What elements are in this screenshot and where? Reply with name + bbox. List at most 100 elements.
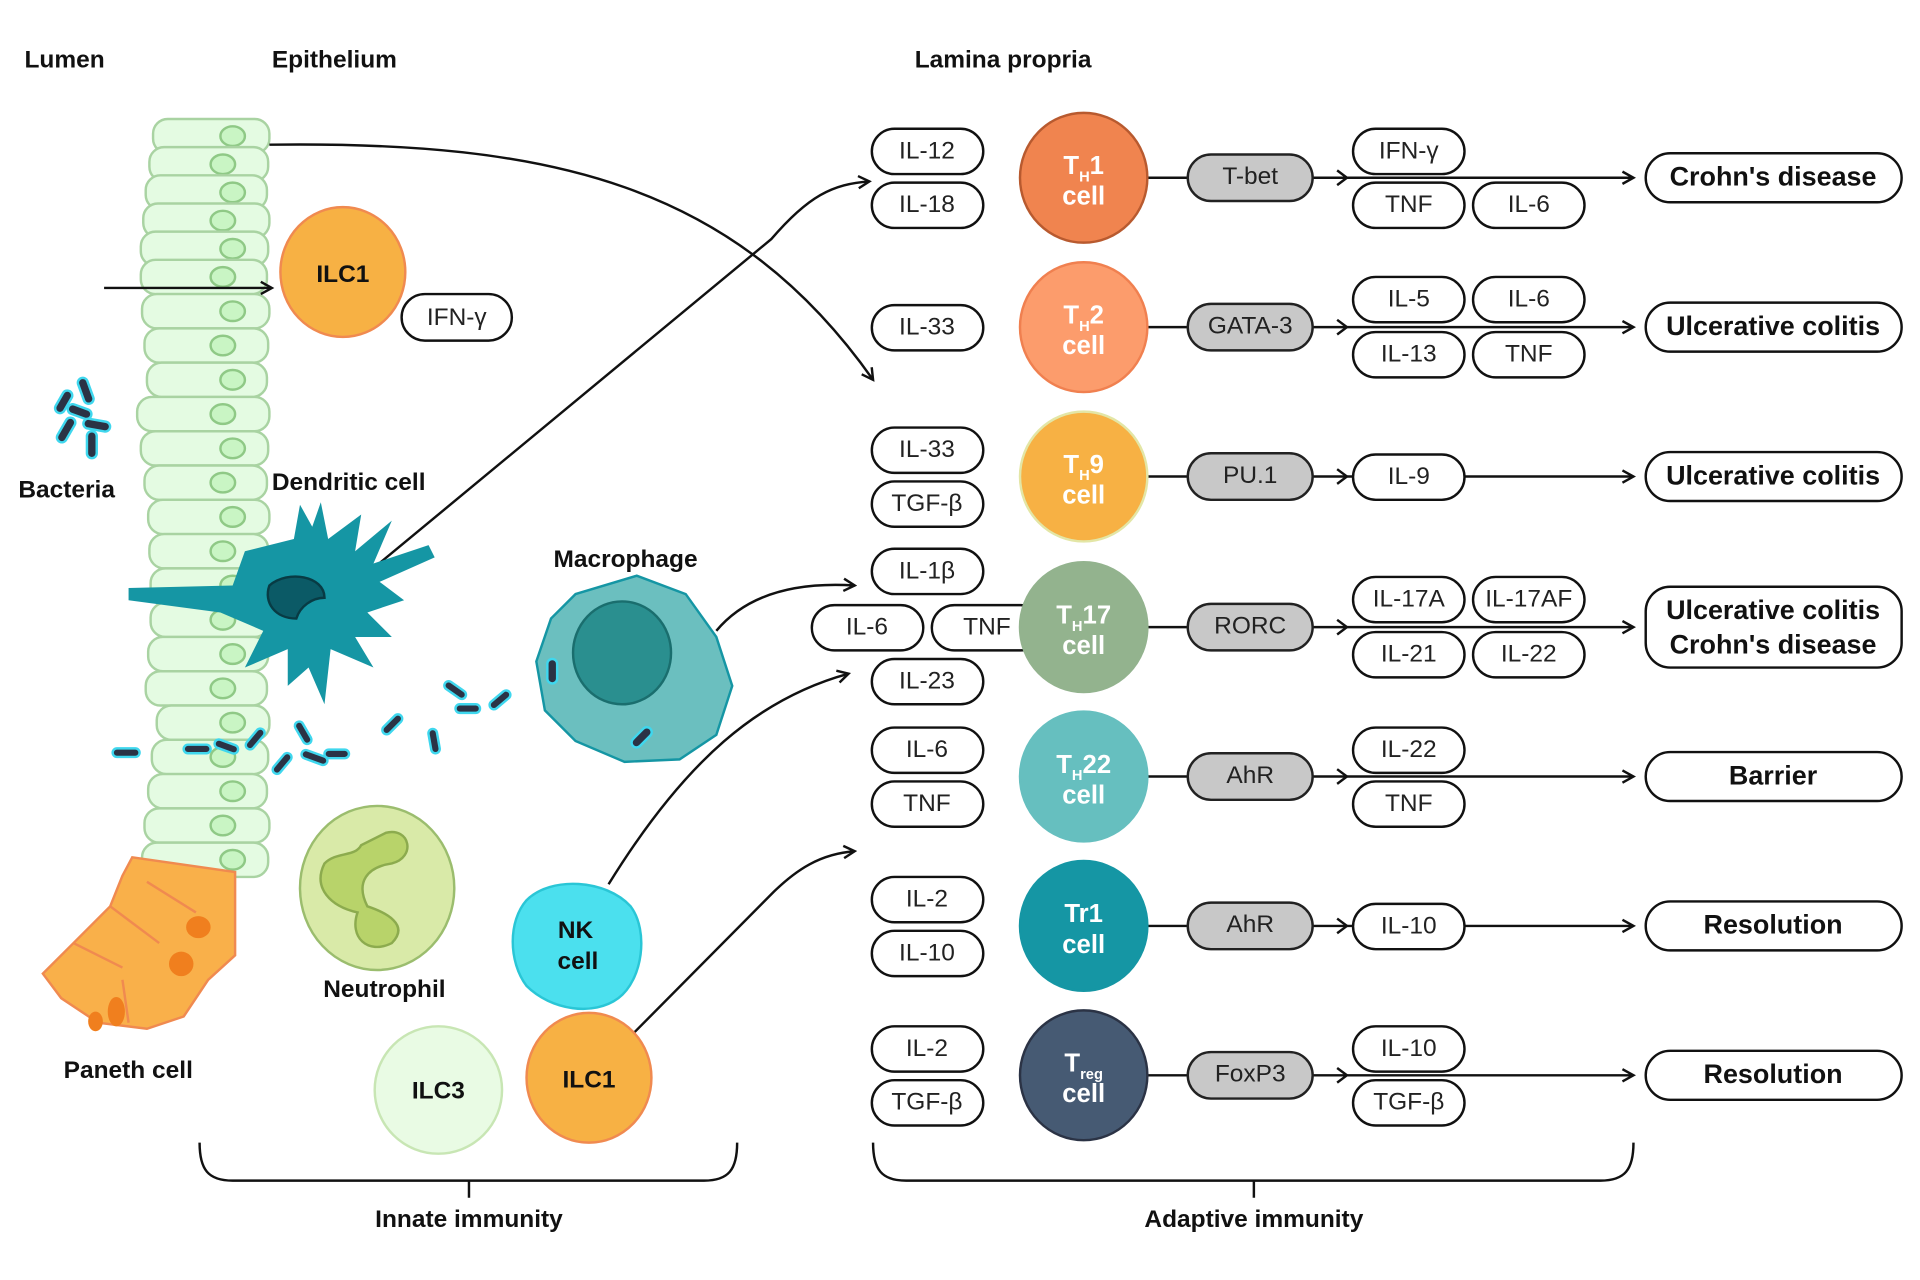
epithelial-nucleus (219, 368, 247, 391)
ilc1-bottom-label: ILC1 (562, 1067, 615, 1094)
disease-outcome-box (1644, 1049, 1903, 1102)
output-cytokine-pill (1351, 575, 1466, 624)
t-cell-name: TH1 (1063, 152, 1104, 185)
transcription-factor-pill (1186, 302, 1314, 352)
t-cell-row-6: IL-2TGF-βTregcellFoxP3IL-10TGF-βResoluti… (870, 1009, 1903, 1142)
input-cytokine-pill (870, 480, 985, 528)
ilc1-top-label: ILC1 (316, 261, 369, 288)
transcription-factor-label: AhR (1226, 911, 1274, 938)
epithelial-nucleus (209, 471, 237, 494)
macrophage-label: Macrophage (553, 546, 697, 573)
output-cytokine-label: TGF-β (1373, 1089, 1444, 1116)
output-cytokine-pill (1351, 1025, 1466, 1073)
dendritic-cell-label: Dendritic cell (272, 469, 426, 496)
t-cell-line2: cell (1062, 931, 1105, 959)
input-cytokine-label: TGF-β (891, 490, 962, 517)
epithelial-cell (146, 635, 270, 673)
input-cytokine-pill (870, 875, 985, 924)
ifng-pill (400, 292, 514, 342)
dendritic-cell (128, 502, 435, 705)
t-cell-line2: cell (1062, 632, 1105, 660)
output-cytokine-label: IL-10 (1381, 912, 1437, 939)
transcription-factor-label: RORC (1214, 612, 1286, 639)
output-cytokine-label: IL-21 (1381, 641, 1437, 668)
epithelial-cell (143, 464, 269, 502)
epithelial-nucleus (219, 505, 247, 528)
t-cell-line2: cell (1062, 1080, 1105, 1108)
output-cytokine-pill (1471, 575, 1586, 624)
disease-outcome-box (1644, 750, 1903, 803)
input-cytokine-pill (870, 127, 985, 176)
input-pill-label: IL-1β (899, 557, 955, 584)
ifng-label: IFN-γ (427, 304, 488, 331)
transcription-factor-label: T-bet (1222, 163, 1278, 190)
transcription-factor-pill (1186, 901, 1314, 951)
output-cytokine-label: IL-22 (1381, 736, 1437, 763)
output-cytokine-pill (1351, 127, 1466, 176)
transcription-factor-pill (1186, 1050, 1314, 1100)
input-pill-label: IL-6 (846, 614, 888, 641)
input-cytokine-pill (870, 303, 985, 352)
epithelial-nucleus (219, 237, 247, 260)
output-cytokine-label: IL-9 (1388, 463, 1430, 490)
input-cytokine-label: IL-18 (899, 191, 955, 218)
t-cell-name: TH2 (1063, 301, 1104, 334)
output-cytokine-label: IL-5 (1388, 285, 1430, 312)
disease-outcome-box (1644, 450, 1903, 503)
header-epithelium: Epithelium (272, 47, 397, 74)
t-cell-name: TH9 (1063, 451, 1104, 484)
t-cell-subscript: H (1072, 619, 1083, 635)
epithelial-nucleus (219, 643, 247, 666)
t-cell-name: TH17 (1056, 601, 1111, 634)
output-cytokine-label: IL-22 (1501, 641, 1557, 668)
arrow-nk-to-th17 (607, 674, 849, 885)
epithelial-nucleus (219, 437, 247, 460)
transcription-factor-label: FoxP3 (1215, 1061, 1286, 1088)
epithelial-nucleus (209, 677, 237, 700)
disease-outcome-box (1644, 585, 1903, 669)
output-cytokine-label: IFN-γ (1379, 137, 1440, 164)
t-cell-main: T (1063, 152, 1079, 180)
input-cytokine-pill (870, 1025, 985, 1073)
t-cell-line2: cell (1062, 481, 1105, 509)
t-cell (1018, 710, 1149, 843)
nk-cell (511, 882, 643, 1011)
t-cell-main: T (1063, 301, 1079, 329)
input-cytokine-label: IL-33 (899, 314, 955, 341)
disease-outcome-box (1644, 900, 1903, 952)
neutrophil-cell (298, 804, 456, 972)
epithelial-nucleus (209, 209, 237, 232)
t-cell-subscript: H (1079, 468, 1090, 484)
input-cytokine-label: TGF-β (891, 1089, 962, 1116)
arrow-ilc1-to-treg (633, 851, 854, 1034)
epithelial-nucleus (219, 300, 247, 323)
t-cell-main: Tr1 (1064, 900, 1103, 928)
header-lumen: Lumen (24, 47, 104, 74)
input-cytokine-label: IL-12 (899, 137, 955, 164)
input-cytokine-label: TNF (903, 790, 951, 817)
nk-cell-label-line2: cell (558, 948, 599, 975)
t-cell-suffix: 22 (1083, 751, 1112, 779)
output-cytokine-label: TNF (1385, 790, 1433, 817)
t-cell-name: Tr1 (1064, 900, 1103, 928)
transcription-factor-pill (1186, 153, 1314, 203)
output-cytokine-pill (1471, 630, 1586, 679)
input-cytokine-pill (870, 426, 985, 475)
input-cytokine-pill (870, 929, 985, 978)
input-pill-label: IL-23 (899, 668, 955, 695)
epithelial-cell (140, 292, 271, 330)
output-cytokine-label: IL-10 (1381, 1035, 1437, 1062)
bacteria-fragments (111, 680, 512, 776)
output-cytokine-pill (1351, 726, 1466, 775)
epithelium-layer (135, 117, 271, 879)
epithelial-nucleus (209, 403, 237, 426)
input-cytokine-label: IL-33 (899, 436, 955, 463)
t-cell-suffix: 17 (1083, 601, 1112, 629)
header-lamina-propria: Lamina propria (915, 47, 1092, 74)
paneth-cells (41, 856, 237, 1032)
t-cell-suffix: 9 (1090, 451, 1104, 479)
adaptive-immunity-label: Adaptive immunity (1144, 1206, 1363, 1233)
